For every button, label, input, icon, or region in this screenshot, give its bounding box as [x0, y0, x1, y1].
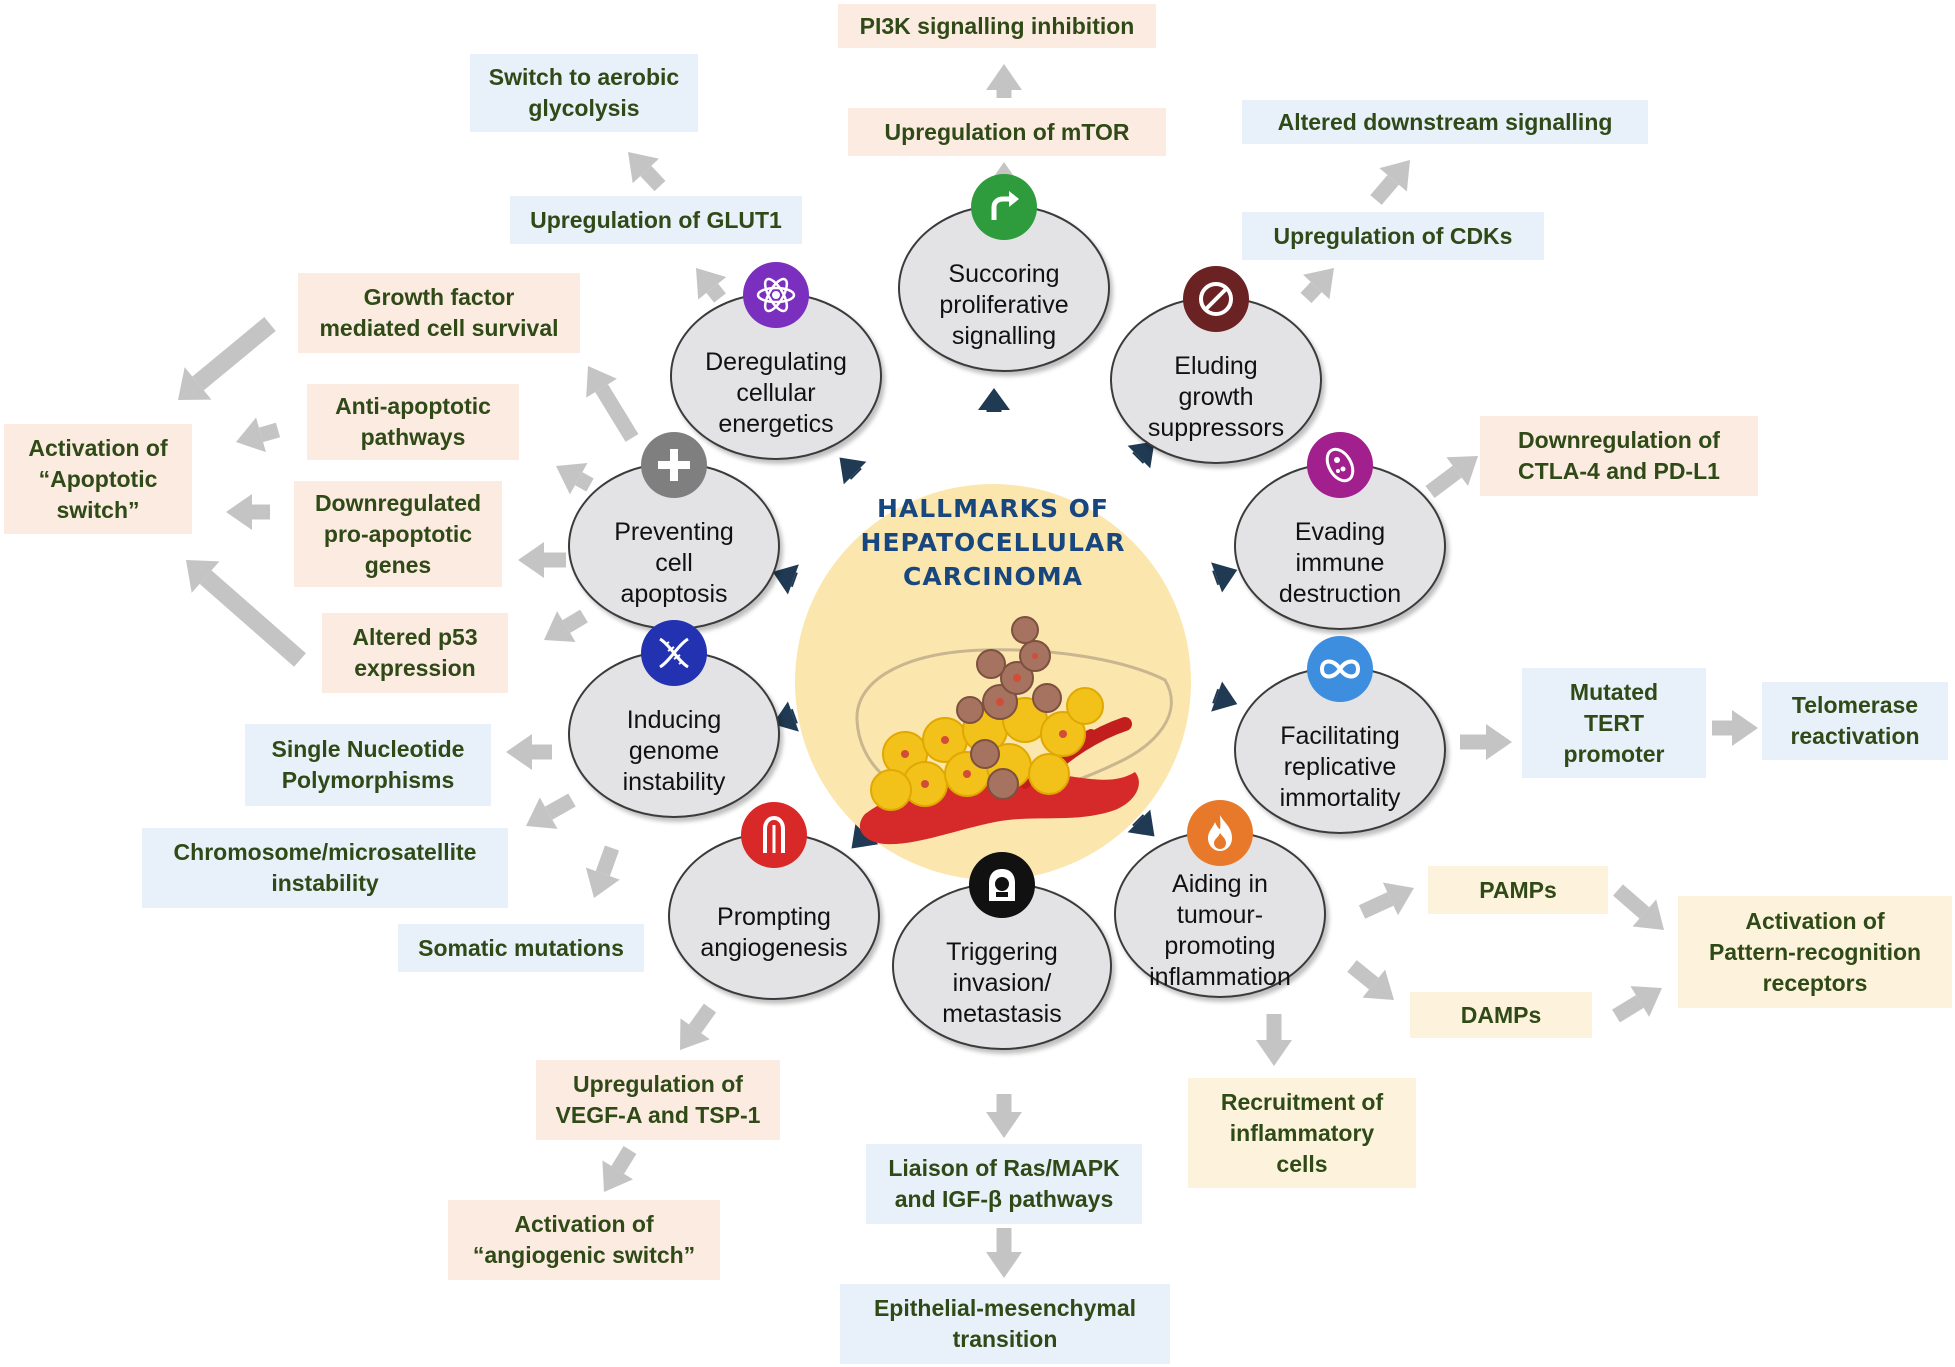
box-mtor: Upregulation of mTOR [848, 108, 1166, 156]
box-vegf: Upregulation of VEGF-A and TSP-1 [536, 1060, 780, 1140]
tombstone-icon [969, 852, 1035, 918]
vessel-icon [741, 802, 807, 868]
box-snp: Single Nucleotide Polymorphisms [245, 724, 491, 806]
arrow-tert-to-telomerase [1712, 710, 1758, 746]
connector-eluding [1127, 441, 1155, 469]
arrow-genome-to-somatic [585, 845, 620, 898]
arrow-eluding-to-cdks [1300, 268, 1334, 304]
box-prr: Activation of Pattern-recognition recept… [1678, 896, 1952, 1008]
box-tert: Mutated TERT promoter [1522, 668, 1706, 778]
arrow-vegf-to-angiogenic-switch [602, 1146, 637, 1192]
hallmark-label: Eluding growth suppressors [1147, 351, 1285, 442]
arrow-inflammation-to-damps [1347, 960, 1394, 1000]
hallmark-energetics: Deregulating cellular energetics [670, 292, 882, 460]
box-damps: DAMPs [1410, 992, 1592, 1038]
arrow-inflammation-to-pamps [1358, 882, 1414, 919]
arrow-cdks-to-downstream [1370, 160, 1410, 205]
arrow-apoptosis-to-pro-apoptotic [518, 542, 566, 578]
hallmark-label: Prompting angiogenesis [700, 903, 848, 962]
arrow-apoptosis-to-anti-apoptotic [556, 462, 594, 495]
arrow-genome-to-snp [506, 734, 552, 770]
atom-icon [743, 262, 809, 328]
connector-immune [1211, 562, 1238, 593]
plus-icon [641, 432, 707, 498]
box-somatic: Somatic mutations [398, 924, 644, 972]
box-ras: Liaison of Ras/MAPK and IGF-β pathways [866, 1144, 1142, 1224]
arrow-pamps-to-prr [1613, 884, 1664, 930]
box-chromosome: Chromosome/microsatellite instability [142, 828, 508, 908]
arrow-pro-apoptotic-to-switch [226, 494, 270, 530]
arrow-p53-to-switch [186, 560, 306, 667]
box-apoptotic-switch: Activation of “Apoptotic switch” [4, 424, 192, 534]
hallmark-label: Triggering invasion/ metastasis [942, 937, 1062, 1028]
cell-icon [1307, 432, 1373, 498]
hallmark-label: Aiding in tumour- promoting inflammation [1149, 870, 1291, 991]
central-hallmark-circle [795, 484, 1191, 880]
arrow-growth-factor-to-switch [178, 317, 276, 400]
connector-immortality [1211, 681, 1238, 712]
connector-succoring [978, 388, 1010, 412]
box-pamps: PAMPs [1428, 866, 1608, 914]
arrow-immortality-to-tert [1460, 724, 1512, 760]
arrow-energetics-to-glut1 [696, 268, 727, 303]
arrow-anti-apoptotic-to-switch [236, 417, 281, 453]
dna-icon [641, 620, 707, 686]
box-angiogenic-switch: Activation of “angiogenic switch” [448, 1200, 720, 1280]
hallmark-label: Succoring proliferative signalling [939, 259, 1069, 350]
turn-arrow-icon [971, 174, 1037, 240]
arrow-apoptosis-to-growth-factor [586, 366, 639, 442]
hallmark-label: Inducing genome instability [622, 705, 726, 796]
box-pi3k: PI3K signalling inhibition [838, 4, 1156, 48]
infinity-icon [1307, 636, 1373, 702]
arrow-glut1-to-aerobic [628, 152, 666, 192]
box-pro-apoptotic: Downregulated pro-apoptotic genes [294, 481, 502, 587]
connector-inflammation [1127, 809, 1155, 837]
box-p53: Altered p53 expression [322, 613, 508, 693]
arrow-apoptosis-to-p53 [544, 609, 588, 643]
arrow-ras-to-emt [986, 1228, 1022, 1278]
arrow-angiogenesis-to-vegf [680, 1003, 717, 1050]
arrow-invasion-to-ras [986, 1094, 1022, 1138]
box-growth-factor: Growth factor mediated cell survival [298, 273, 580, 353]
box-emt: Epithelial-mesenchymal transition [840, 1284, 1170, 1364]
box-ctla4: Downregulation of CTLA-4 and PD-L1 [1480, 416, 1758, 496]
liver-tumour-illustration [855, 616, 1173, 845]
hallmark-label: Preventing cell apoptosis [614, 517, 734, 608]
hallmark-label: Evading immune destruction [1278, 517, 1402, 608]
hallmark-label: Facilitating replicative immortality [1279, 721, 1401, 812]
box-anti-apoptotic: Anti-apoptotic pathways [307, 384, 519, 460]
box-cdks: Upregulation of CDKs [1242, 212, 1544, 260]
box-glut1: Upregulation of GLUT1 [510, 196, 802, 244]
center-title: HALLMARKS OF HEPATOCELLULAR CARCINOMA [860, 494, 1126, 591]
box-telomerase: Telomerase reactivation [1762, 682, 1948, 760]
connector-apoptosis [772, 564, 799, 595]
hallmark-label: Deregulating cellular energetics [705, 347, 847, 438]
fire-icon [1187, 800, 1253, 866]
connector-energetics [839, 457, 867, 485]
arrow-immune-to-ctla4 [1425, 456, 1478, 498]
box-recruitment: Recruitment of inflammatory cells [1188, 1078, 1416, 1188]
arrow-genome-to-chromosome [526, 793, 576, 829]
arrow-inflammation-to-recruitment [1256, 1014, 1292, 1066]
prohibited-icon [1183, 266, 1249, 332]
hallmark-genome: Inducing genome instability [568, 650, 780, 818]
box-downstream: Altered downstream signalling [1242, 100, 1648, 144]
box-aerobic: Switch to aerobic glycolysis [470, 54, 698, 132]
arrow-mtor-to-pi3k [986, 64, 1022, 98]
arrow-damps-to-prr [1612, 986, 1662, 1023]
